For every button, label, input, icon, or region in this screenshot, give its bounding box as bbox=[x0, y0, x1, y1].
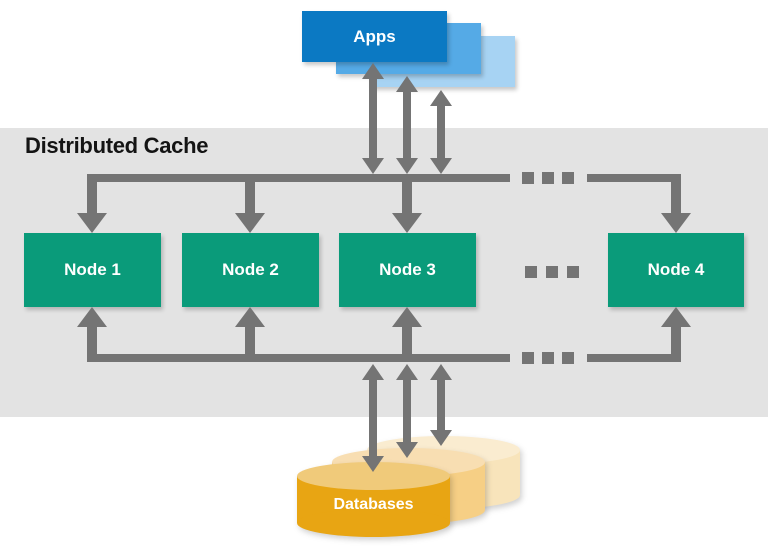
node-3-label: Node 3 bbox=[379, 260, 436, 279]
node-1-label: Node 1 bbox=[64, 260, 121, 279]
node-2-box: Node 2 bbox=[182, 233, 319, 307]
apps-label: Apps bbox=[353, 26, 396, 46]
node-4-label: Node 4 bbox=[647, 260, 705, 279]
databases-label: Databases bbox=[333, 496, 414, 513]
node-2-label: Node 2 bbox=[222, 260, 279, 279]
cache-title: Distributed Cache bbox=[25, 133, 209, 158]
node-4-box: Node 4 bbox=[608, 233, 744, 307]
node-3-box: Node 3 bbox=[339, 233, 476, 307]
node-1-box: Node 1 bbox=[24, 233, 161, 307]
apps-box: Apps bbox=[302, 11, 447, 62]
